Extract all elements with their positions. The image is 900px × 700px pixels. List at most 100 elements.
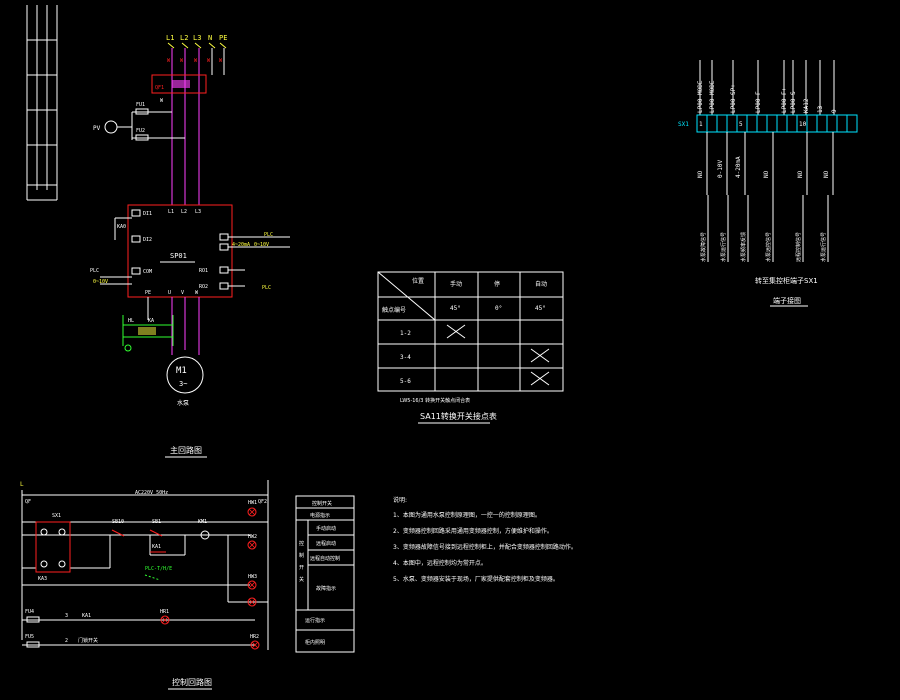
terminal-cell (756, 114, 768, 133)
sa-col-manual: 手动 (450, 280, 462, 288)
terminal-cell (786, 114, 798, 133)
terminal-caption: 转至集控柜端子SX1 (755, 276, 818, 285)
ctrl-sb0: SB10 (112, 519, 124, 525)
fu2-label: FU2 (136, 128, 145, 134)
ctrl-lamps (160, 507, 260, 650)
svg-text:W: W (194, 58, 198, 64)
ctrl-lamp-cross (161, 508, 259, 649)
left-plc-range: 0~10V (93, 279, 108, 285)
ctrl-row-3: 3 (65, 613, 68, 619)
terminal-bottom-label: 4-20mA (735, 156, 742, 178)
terminal-bottom-label: NO (823, 170, 830, 178)
ctrl-fu4: FU4 (25, 609, 34, 615)
drive-term-ro2: RO2 (199, 284, 208, 290)
ctrl-row-ka1: KA1 (82, 613, 91, 619)
left-plc-label: PLC (90, 268, 99, 274)
legend-row-2: 远程启动 (316, 540, 336, 547)
ctrl-door-switch: 门锁开关 (78, 637, 98, 644)
terminal-cell (836, 114, 848, 133)
ctrl-ka3: KA3 (38, 576, 47, 582)
legend-side-text: 控制开关 (299, 540, 304, 583)
legend-row-1: 手动启动 (316, 525, 336, 532)
legend-side-char: 开 (299, 565, 304, 571)
breaker-tag: QF1 (155, 85, 164, 91)
supply-l1: L1 (166, 34, 174, 42)
ctrl-qf-label: QF (25, 499, 31, 505)
drive-term-di2: DI2 (143, 237, 152, 243)
legend-row-3: 远程自动控制 (310, 555, 340, 562)
sa-angle-3: 45° (535, 305, 546, 312)
lamp-hr1: HR1 (160, 609, 169, 615)
terminal-cell (826, 114, 838, 133)
terminal-bottom-label: NO (697, 170, 704, 178)
svg-text:W: W (207, 58, 211, 64)
drive-out-w: W (195, 290, 199, 296)
sa11-contact-table (377, 271, 564, 392)
terminal-cell (706, 114, 718, 133)
drive-name: SP01 (170, 252, 187, 260)
terminal-cell-number: 10 (799, 121, 807, 128)
drive-term-com: COM (143, 269, 152, 275)
legend-row-4: 故障指示 (316, 585, 336, 592)
motor-symbol (166, 356, 204, 394)
ka-name: KA (148, 318, 154, 324)
ctrl-row-2: 2 (65, 638, 68, 644)
sa-row-12: 1-2 (400, 330, 411, 337)
terminal-cell (806, 114, 818, 133)
notes-heading: 说明: (393, 496, 407, 504)
drive-in-l2: L2 (181, 209, 187, 215)
drive-term-ro1: RO1 (199, 268, 208, 274)
pump-label: 水泵 (177, 399, 189, 407)
terminal-vertical-label: 水泵远控信号 (765, 232, 772, 262)
legend-side-char: 控 (299, 540, 304, 547)
drive-term-di1: DI1 (143, 211, 152, 217)
ctrl-fu5: FU5 (25, 634, 34, 640)
terminal-strip-diagram: LP00-MODELP00-MODELP00-SP+LP00-F-LP00-F+… (678, 60, 858, 307)
ctrl-ac-label: AC220V 50Hz (135, 490, 168, 496)
note-line-5: 5、水泵、变频器安装于现场，厂家提供配套控制柜及变频器。 (393, 575, 559, 583)
legend-side-char: 关 (299, 576, 304, 583)
supply-l2: L2 (180, 34, 188, 42)
legend-side-char: 制 (299, 552, 304, 559)
svg-text:W: W (219, 58, 223, 64)
main-breaker-box (151, 74, 207, 94)
legend-row-5: 运行指示 (305, 617, 325, 624)
ctrl-km: KM1 (198, 519, 207, 525)
sa-head-pos: 位置 (412, 277, 424, 285)
sa-row-34: 3-4 (400, 354, 411, 361)
sa-col-stop: 停 (494, 280, 500, 288)
drive-signal-420: 4~20mA (232, 242, 250, 248)
supply-wires (171, 48, 200, 205)
sa11-table-text: 位置 触点编号 手动 停 自动 45° 0° 45° 1-2 3-4 5-6 (382, 277, 547, 385)
supply-l3: L3 (193, 34, 201, 42)
drive-plc-right2: PLC (262, 285, 271, 291)
terminal-vertical-label: 水泵频率反馈 (740, 232, 747, 262)
pv-branch (104, 108, 185, 141)
supply-n: N (208, 34, 212, 42)
terminal-bottom-label: NO (797, 170, 804, 178)
ctrl-plc-contact: PLC-T/H/E (145, 566, 172, 572)
legend-row-0: 电源指示 (310, 512, 330, 519)
sa-switch-box (35, 521, 71, 573)
note-line-1: 1、本图为通用水泵控制原理图，一控一的控制原理图。 (393, 511, 541, 519)
terminal-top-labels: LP00-MODELP00-MODELP00-SP+LP00-F-LP00-F+… (697, 60, 838, 115)
terminal-bottom-label: NO (763, 170, 770, 178)
lamp-hw1: HW1 (248, 500, 257, 506)
ctrl-l-label: L (20, 481, 24, 488)
terminal-vertical-labels: 水泵故障信号水泵运行信号水泵频率反馈水泵远控信号远程控制信号水泵运行信号 (700, 195, 829, 262)
terminal-cell (816, 114, 828, 133)
drive-pe: PE (145, 290, 151, 296)
note-line-2: 2、变频器控制回路采用通用变频器控制，方便维护和操作。 (393, 527, 553, 535)
control-circuit: L QF QF2 AC220V 50Hz SX (20, 480, 355, 690)
terminal-strip-label: SX1 (678, 121, 689, 128)
terminal-cell-number: 1 (699, 121, 703, 128)
supply-labels: L1 L2 L3 N PE (166, 34, 227, 42)
sa11-title: SA11转换开关接点表 (420, 411, 497, 421)
ctrl-qf2-label: QF2 (258, 499, 267, 505)
terminal-cell (766, 114, 778, 133)
ka-hl: HL (128, 318, 134, 324)
main-circuit-title: 主回路图 (170, 445, 202, 455)
